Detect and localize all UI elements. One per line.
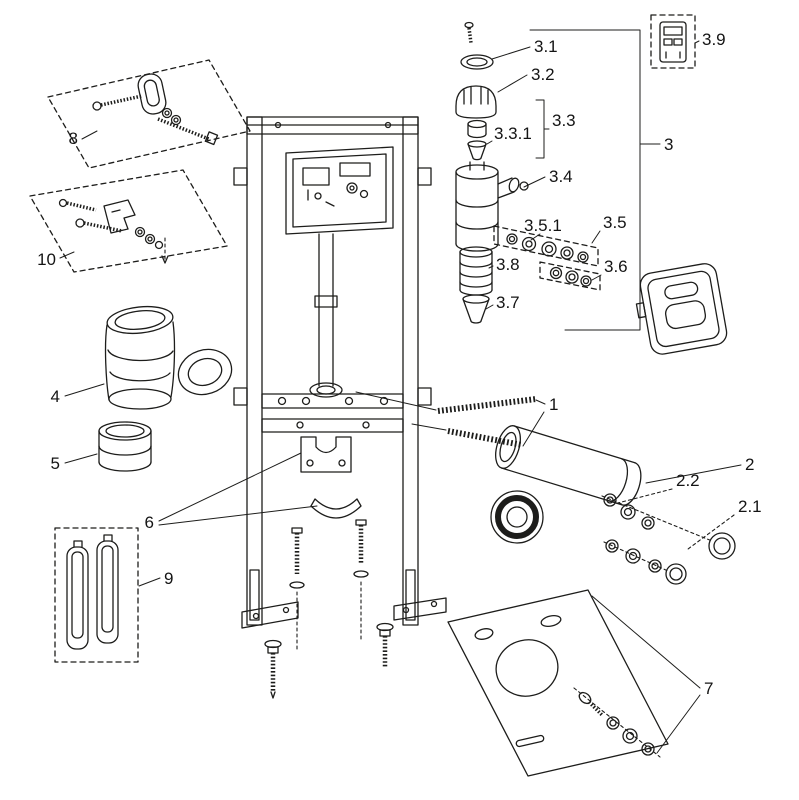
part-label-3-3-1: 3.3.1 [494, 124, 532, 143]
sleeve-drawing [98, 421, 152, 472]
part-label-5: 5 [51, 454, 60, 473]
cover-plate-kit-drawing [650, 14, 696, 69]
part-label-7: 7 [704, 679, 713, 698]
part-label-3-9: 3.9 [702, 30, 726, 49]
part-label-10: 10 [37, 250, 56, 269]
part-label-2-1: 2.1 [738, 497, 762, 516]
part-label-9: 9 [164, 569, 173, 588]
part-label-1: 1 [549, 395, 558, 414]
part-label-2: 2 [745, 455, 754, 474]
seal-ring-drawing [177, 348, 233, 396]
insulation-strips-drawing [54, 527, 139, 663]
part-label-3-1: 3.1 [534, 37, 558, 56]
part-label-3: 3 [664, 135, 673, 154]
wall-bracket-kit-10-drawing [29, 169, 228, 273]
part-labels: 8 10 4 5 6 9 1 2 2.2 2.1 3 3.1 3.2 3.3 3… [37, 30, 762, 698]
part-label-6: 6 [145, 513, 154, 532]
actuator-plate-drawing [635, 263, 728, 355]
insulation-mat-kit-drawing [447, 589, 669, 777]
part-label-2-2: 2.2 [676, 471, 700, 490]
part-label-3-4: 3.4 [549, 167, 573, 186]
drain-elbow-drawing [104, 305, 176, 410]
part-label-3-5: 3.5 [603, 213, 627, 232]
leader-lines [59, 40, 742, 754]
part-label-3-3: 3.3 [552, 111, 576, 130]
installation-frame-drawing [233, 116, 447, 699]
part-label-3-8: 3.8 [496, 255, 520, 274]
part-label-8: 8 [69, 129, 78, 148]
part-label-4: 4 [51, 387, 60, 406]
flush-valve-assembly-drawing [455, 21, 661, 331]
part-label-3-7: 3.7 [496, 293, 520, 312]
part-label-3-2: 3.2 [531, 65, 555, 84]
wall-bracket-kit-8-drawing [47, 59, 251, 169]
part-label-3-5-1: 3.5.1 [524, 216, 562, 235]
part-label-3-6: 3.6 [604, 257, 628, 276]
flush-pipe-assembly-drawing [490, 425, 736, 585]
threaded-rods-drawing [355, 391, 537, 448]
